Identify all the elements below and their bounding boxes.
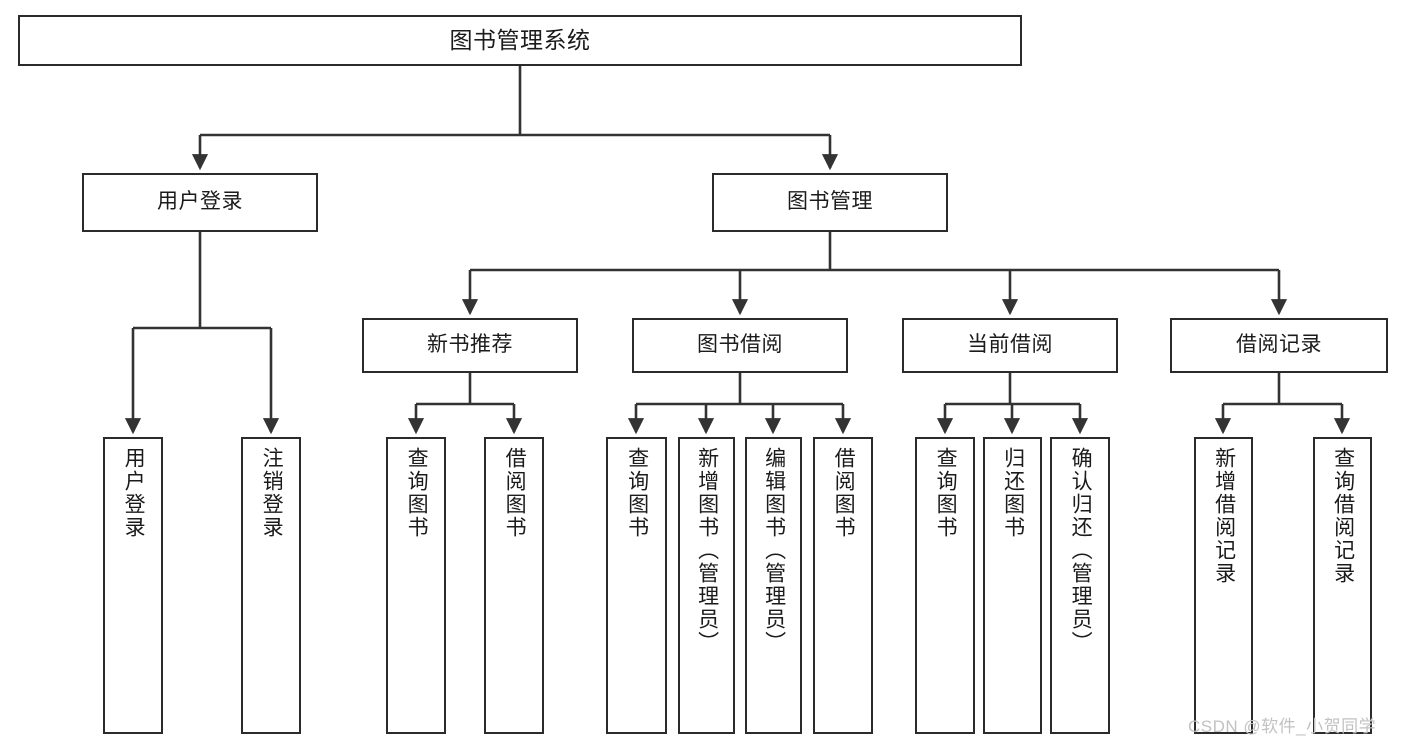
node-leaf-edit-book-label: 编辑图书（管理员）: [762, 447, 786, 654]
node-leaf-edit-book[interactable]: 编辑图书（管理员）: [745, 437, 802, 734]
node-book-borrow[interactable]: 图书借阅: [632, 318, 848, 373]
node-user-login[interactable]: 用户登录: [82, 173, 318, 232]
node-leaf-borrow-book-1-label: 借阅图书: [503, 447, 527, 539]
node-leaf-query-book-3-label: 查询图书: [934, 447, 958, 539]
node-new-book-recommend-label: 新书推荐: [427, 333, 513, 357]
node-leaf-user-logout-label: 注销登录: [260, 447, 284, 539]
node-leaf-add-record-label: 新增借阅记录: [1212, 447, 1236, 585]
node-leaf-return-book-label: 归还图书: [1001, 447, 1025, 539]
node-leaf-return-book[interactable]: 归还图书: [983, 437, 1042, 734]
node-leaf-query-book-1-label: 查询图书: [405, 447, 429, 539]
node-leaf-confirm-return-label: 确认归还（管理员）: [1069, 447, 1093, 654]
node-root[interactable]: 图书管理系统: [18, 15, 1022, 66]
node-user-login-label: 用户登录: [157, 190, 243, 214]
csdn-watermark: CSDN @软件_小贺同学: [1188, 717, 1377, 736]
node-current-borrow-label: 当前借阅: [967, 333, 1053, 357]
node-leaf-query-record[interactable]: 查询借阅记录: [1313, 437, 1372, 734]
node-leaf-borrow-book-2-label: 借阅图书: [832, 447, 856, 539]
node-new-book-recommend[interactable]: 新书推荐: [362, 318, 578, 373]
node-book-manage[interactable]: 图书管理: [712, 173, 948, 232]
node-leaf-user-logout[interactable]: 注销登录: [241, 437, 301, 734]
node-leaf-borrow-book-1[interactable]: 借阅图书: [484, 437, 544, 734]
node-leaf-add-book-label: 新增图书（管理员）: [695, 447, 719, 654]
node-leaf-add-book[interactable]: 新增图书（管理员）: [678, 437, 735, 734]
node-leaf-query-book-3[interactable]: 查询图书: [915, 437, 975, 734]
node-leaf-borrow-book-2[interactable]: 借阅图书: [813, 437, 873, 734]
node-borrow-record[interactable]: 借阅记录: [1170, 318, 1388, 373]
node-book-borrow-label: 图书借阅: [697, 333, 783, 357]
node-root-label: 图书管理系统: [449, 27, 591, 54]
node-leaf-user-login-label: 用户登录: [122, 447, 146, 539]
node-current-borrow[interactable]: 当前借阅: [902, 318, 1118, 373]
node-leaf-user-login[interactable]: 用户登录: [103, 437, 163, 734]
node-borrow-record-label: 借阅记录: [1236, 333, 1322, 357]
node-leaf-confirm-return[interactable]: 确认归还（管理员）: [1050, 437, 1110, 734]
node-leaf-query-book-2[interactable]: 查询图书: [606, 437, 667, 734]
node-leaf-query-book-2-label: 查询图书: [625, 447, 649, 539]
node-book-manage-label: 图书管理: [787, 190, 873, 214]
node-leaf-add-record[interactable]: 新增借阅记录: [1194, 437, 1253, 734]
node-leaf-query-book-1[interactable]: 查询图书: [386, 437, 446, 734]
node-leaf-query-record-label: 查询借阅记录: [1331, 447, 1355, 585]
